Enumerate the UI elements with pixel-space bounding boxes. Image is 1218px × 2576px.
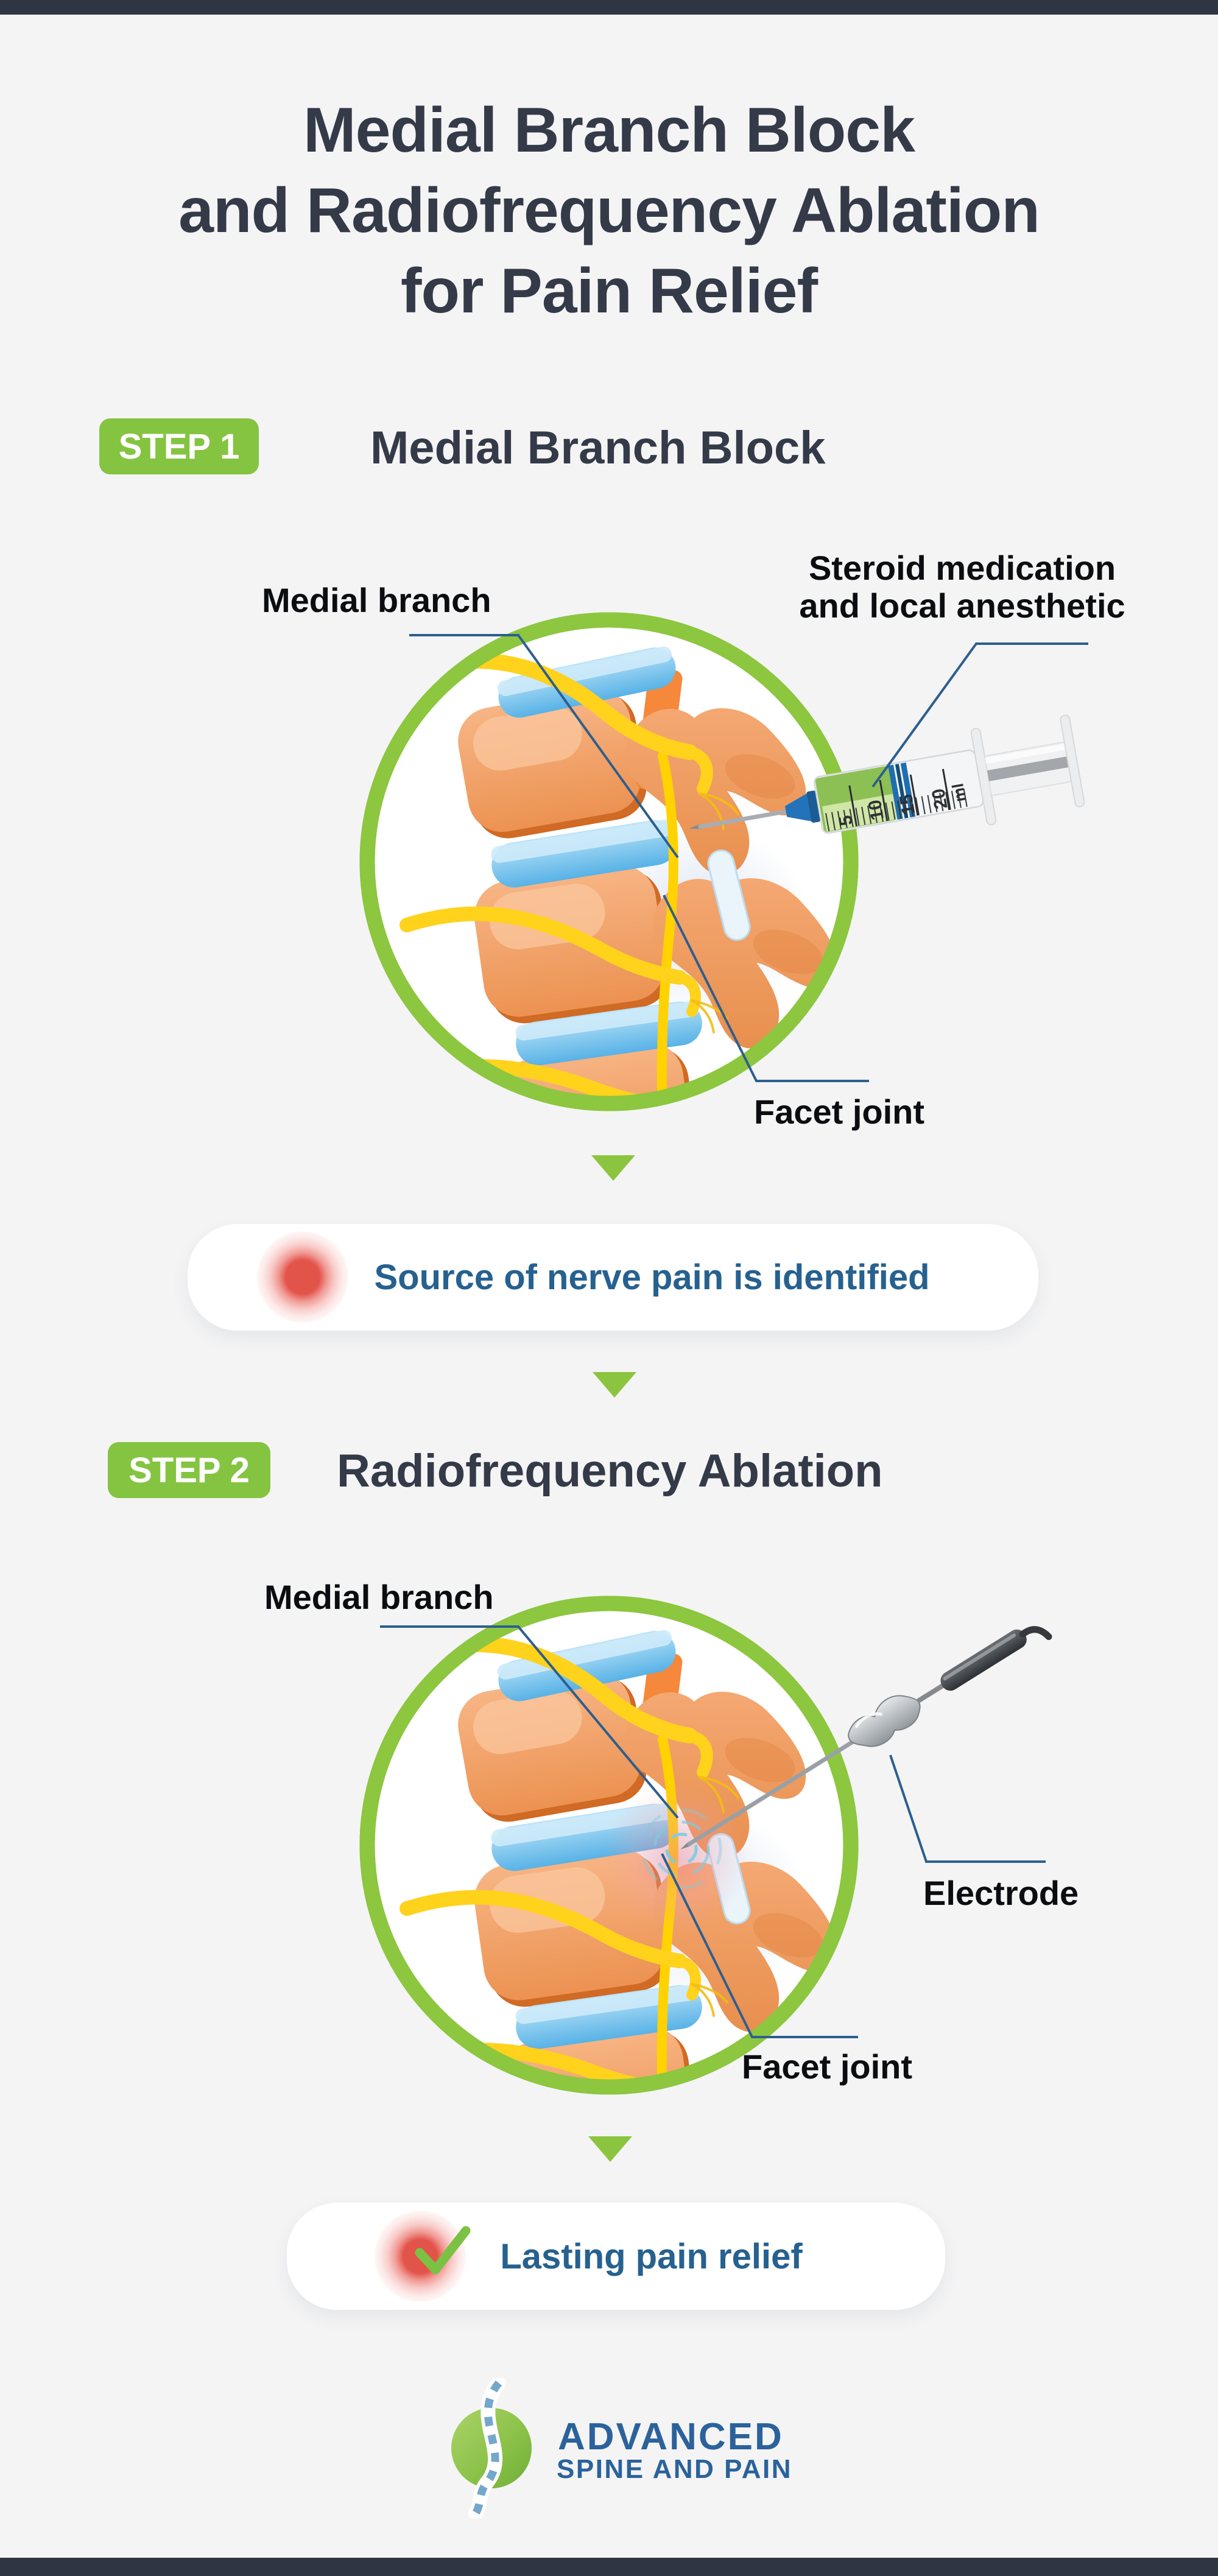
step1-illustration: 5 10 15 20 ml bbox=[244, 572, 1088, 1139]
logo-spine-curve bbox=[468, 2378, 506, 2518]
bottom-bar bbox=[0, 2558, 1218, 2576]
step1-badge: STEP 1 bbox=[99, 418, 259, 474]
step2-badge-label: STEP 2 bbox=[128, 1450, 250, 1490]
page-title: Medial Branch Block and Radiofrequency A… bbox=[0, 90, 1218, 331]
label-facet-2: Facet joint bbox=[742, 2047, 913, 2086]
result-text-1: Source of nerve pain is identified bbox=[374, 1258, 930, 1297]
step1-badge-label: STEP 1 bbox=[118, 426, 240, 466]
leader-line-electrode bbox=[889, 1754, 1046, 1863]
down-arrow-icon bbox=[593, 1372, 636, 1398]
syringe-mark-15: 15 bbox=[896, 793, 919, 817]
leader-line-medial-branch-1 bbox=[409, 634, 679, 859]
pain-glow-icon bbox=[257, 1231, 348, 1323]
top-bar bbox=[0, 0, 1218, 15]
syringe-mark-10: 10 bbox=[865, 798, 888, 822]
syringe-mark-5: 5 bbox=[835, 814, 856, 827]
step1-heading: Medial Branch Block bbox=[370, 422, 826, 474]
rf-waves-icon bbox=[603, 1786, 749, 1932]
syringe-illustration: 5 10 15 20 ml bbox=[689, 714, 1085, 834]
step2-badge: STEP 2 bbox=[108, 1442, 270, 1498]
step2-illustration bbox=[244, 1583, 1052, 2150]
syringe-mark-20: 20 bbox=[928, 787, 951, 811]
title-line-1: Medial Branch Block bbox=[303, 95, 915, 166]
label-steroid: Steroid medication and local anesthetic bbox=[780, 549, 1145, 625]
electrode-illustration bbox=[680, 1626, 1052, 1850]
step2-heading: Radiofrequency Ablation bbox=[337, 1445, 883, 1497]
leader-line-facet-2 bbox=[661, 1853, 858, 2038]
result-card-2: Lasting pain relief bbox=[287, 2203, 945, 2310]
title-line-3: for Pain Relief bbox=[400, 256, 818, 326]
label-steroid-line1: Steroid medication bbox=[808, 549, 1116, 587]
logo-name-line1: ADVANCED bbox=[558, 2416, 784, 2458]
label-medial-branch-1: Medial branch bbox=[262, 581, 491, 619]
label-electrode: Electrode bbox=[923, 1874, 1079, 1912]
leader-line-medial-branch-2 bbox=[380, 1625, 679, 1819]
label-medial-branch-2: Medial branch bbox=[264, 1578, 494, 1616]
label-facet-1: Facet joint bbox=[754, 1093, 925, 1131]
logo-name-line2: SPINE AND PAIN bbox=[557, 2454, 793, 2484]
label-steroid-line2: and local anesthetic bbox=[799, 586, 1125, 625]
down-arrow-icon bbox=[591, 1155, 635, 1181]
leader-line-facet-1 bbox=[663, 895, 869, 1082]
title-line-2: and Radiofrequency Ablation bbox=[178, 175, 1040, 246]
leader-line-steroid bbox=[871, 642, 1088, 788]
syringe-unit: ml bbox=[948, 782, 970, 803]
spine-illustration bbox=[367, 620, 851, 1139]
check-icon bbox=[415, 2226, 471, 2275]
result-text-2: Lasting pain relief bbox=[500, 2236, 803, 2276]
result-card-1: Source of nerve pain is identified bbox=[188, 1224, 1038, 1331]
